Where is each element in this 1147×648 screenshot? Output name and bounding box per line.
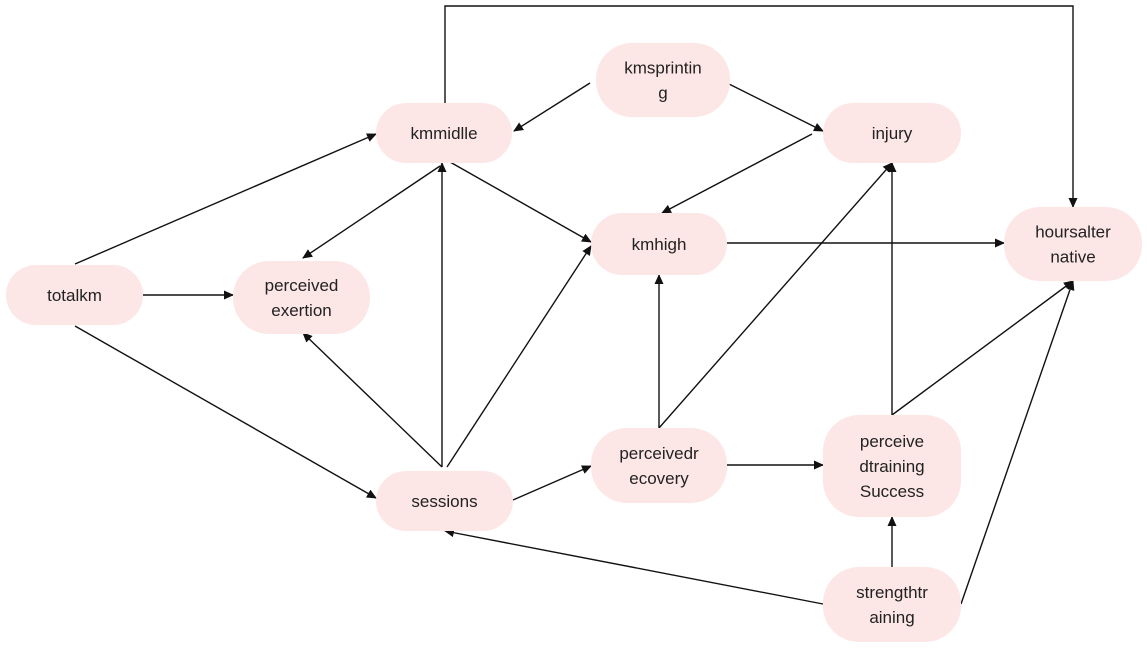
edge-kmsprinting-to-kmmidlle [513,82,591,132]
node-label-kmsprinting-line-0: kmsprintin [624,59,701,78]
edge-perceivedtrainingsuccess-to-hoursalternative [891,280,1074,416]
node-shape-perceivedtrainingsuccess [823,415,961,517]
node-label-perceivedtrainingsuccess-line-1: dtraining [859,457,924,476]
node-shape-sessions [376,471,513,531]
node-label-kmhigh-line-0: kmhigh [632,235,687,254]
edge-kmsprinting-to-injury [726,82,824,132]
node-label-hoursalternative-line-1: native [1050,248,1095,267]
node-label-hoursalternative-line-0: hoursalter [1035,223,1111,242]
node-kmmidlle: kmmidlle [376,103,512,163]
edge-kmmidlle-to-perceivedexertion [302,165,441,259]
node-kmhigh: kmhigh [591,213,727,275]
node-label-strengthtraining-line-1: aining [869,608,914,627]
node-label-totalkm-line-0: totalkm [47,286,102,305]
edge-injury-to-kmhigh [661,133,813,214]
node-label-perceivedrecovery-line-1: ecovery [629,469,689,488]
node-label-perceivedtrainingsuccess-line-0: perceive [860,432,924,451]
node-shape-kmsprinting [596,43,730,117]
edge-sessions-to-perceivedexertion [302,332,443,468]
node-label-sessions-line-0: sessions [411,492,477,511]
edge-sessions-to-kmhigh [446,245,592,468]
node-shape-kmmidlle [376,103,512,163]
node-label-strengthtraining-line-0: strengthtr [856,583,928,602]
node-label-perceivedtrainingsuccess-line-2: Success [860,482,924,501]
node-shape-strengthtraining [823,567,961,642]
node-sessions: sessions [376,471,513,531]
node-shape-kmhigh [591,213,727,275]
node-label-perceivedrecovery-line-0: perceivedr [619,444,699,463]
node-label-injury-line-0: injury [872,124,913,143]
edge-kmmidlle-to-kmhigh [449,161,592,243]
edge-perceivedrecovery-to-injury [658,162,893,429]
node-shape-perceivedexertion [233,261,370,334]
node-totalkm: totalkm [6,265,143,325]
node-perceivedexertion: perceived exertion [233,261,370,334]
node-shape-injury [823,103,961,163]
node-label-perceivedexertion-line-1: exertion [271,301,331,320]
edge-sessions-to-perceivedrecovery [512,465,592,501]
edges-layer [74,5,1078,605]
node-strengthtraining: strengthtr aining [823,567,961,642]
node-label-kmsprinting-line-1: g [658,84,667,103]
node-perceivedrecovery: perceivedr ecovery [591,428,727,503]
node-injury: injury [823,103,961,163]
edge-totalkm-to-sessions [74,325,377,499]
edge-strengthtraining-to-sessions [444,528,824,605]
edge-totalkm-to-kmmidlle [74,133,377,265]
edge-kmmidlle-to-hoursalternative [444,5,1078,208]
node-hoursalternative: hoursalter native [1004,207,1142,281]
nodes-layer: kmsprintin g kmmidlle injury kmhigh hoursalte… [6,43,1142,642]
node-shape-hoursalternative [1004,207,1142,281]
node-kmsprinting: kmsprintin g [596,43,730,117]
node-label-perceivedexertion-line-0: perceived [265,276,339,295]
node-shape-perceivedrecovery [591,428,727,503]
node-label-kmmidlle-line-0: kmmidlle [410,124,477,143]
edge-strengthtraining-to-hoursalternative [960,280,1075,605]
node-shape-totalkm [6,265,143,325]
